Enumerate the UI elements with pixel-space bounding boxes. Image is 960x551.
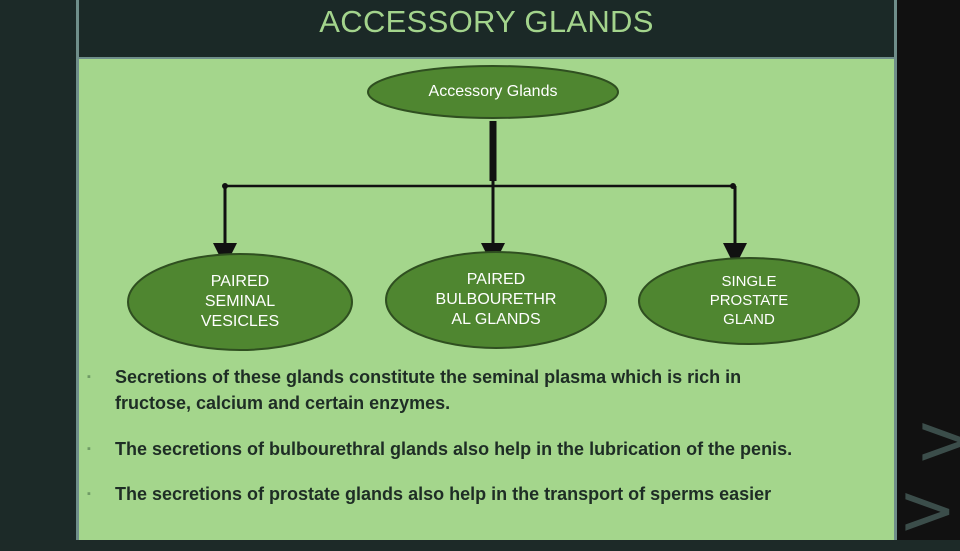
node-label-line: PAIRED bbox=[210, 273, 270, 290]
bullet-text-line: Secretions of these glands constitute th… bbox=[115, 367, 742, 387]
node-seminal-vesicles bbox=[127, 253, 353, 351]
node-label-line: GLAND bbox=[723, 311, 775, 328]
node-bulbourethral-glands-label: PAIRED BULBOURETHR AL GLANDS bbox=[396, 270, 596, 330]
bullet-text-line: fructose, calcium and certain enzymes. bbox=[115, 393, 451, 413]
node-bulbourethral-glands bbox=[385, 251, 607, 349]
node-prostate-gland bbox=[638, 257, 860, 345]
content-panel: Accessory Glands PAIRED SEMINAL VESICLES… bbox=[79, 59, 894, 540]
bullet-text: Secretions of these glands constitute th… bbox=[115, 364, 855, 416]
node-seminal-vesicles-label: PAIRED SEMINAL VESICLES bbox=[140, 272, 340, 332]
bullet-text-line: The secretions of prostate glands also h… bbox=[115, 484, 772, 504]
header-bar: ACCESSORY GLANDS bbox=[79, 0, 894, 59]
node-label-line: VESICLES bbox=[200, 313, 280, 330]
hierarchy-diagram bbox=[127, 65, 860, 351]
root-node-label: Accessory Glands bbox=[428, 83, 558, 100]
node-label-line: BULBOURETHR bbox=[435, 291, 557, 308]
page-title: ACCESSORY GLANDS bbox=[319, 4, 654, 39]
root-node bbox=[367, 65, 619, 119]
node-label-line: PROSTATE bbox=[709, 292, 789, 309]
chevron-right-icon: > bbox=[915, 399, 960, 481]
node-label-line: SEMINAL bbox=[204, 293, 276, 310]
right-border-line bbox=[894, 0, 897, 540]
node-label-line: SINGLE bbox=[721, 273, 777, 290]
bullet-text: The secretions of bulbourethral glands a… bbox=[115, 436, 855, 462]
bullet-marker: ▪ bbox=[87, 443, 91, 455]
bullet-marker: ▪ bbox=[87, 371, 91, 383]
node-label-line: PAIRED bbox=[466, 271, 526, 288]
node-prostate-gland-label: SINGLE PROSTATE GLAND bbox=[649, 272, 849, 329]
chevron-right-icon: > bbox=[898, 469, 957, 551]
bullet-marker: ▪ bbox=[87, 488, 91, 500]
node-label-line: AL GLANDS bbox=[451, 311, 541, 328]
left-border-line bbox=[76, 0, 79, 540]
right-dark-strip bbox=[897, 0, 960, 540]
left-dark-strip bbox=[0, 0, 78, 540]
bullet-text: The secretions of prostate glands also h… bbox=[115, 481, 855, 507]
bullet-text-line: The secretions of bulbourethral glands a… bbox=[115, 439, 793, 459]
